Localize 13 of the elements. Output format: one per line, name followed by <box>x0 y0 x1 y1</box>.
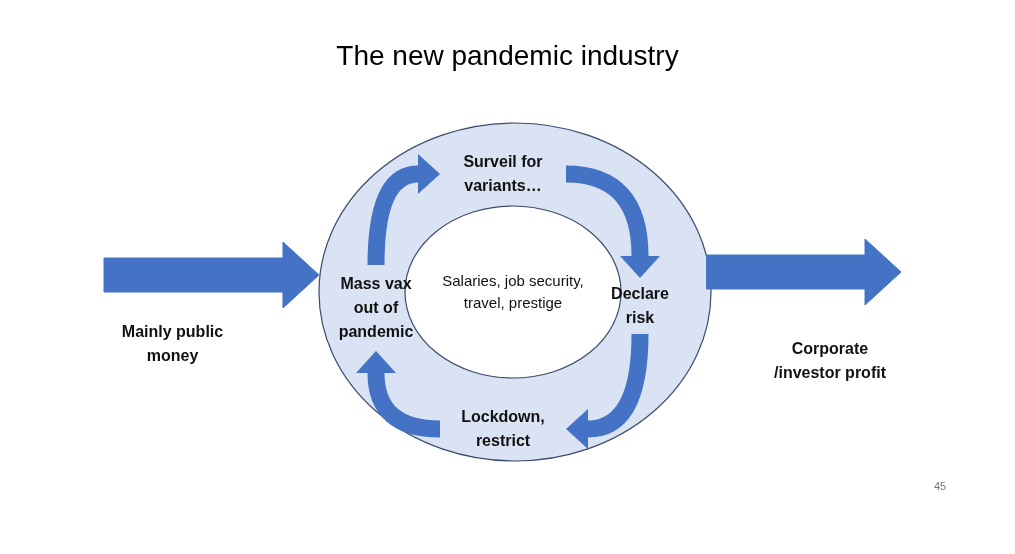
flow-label: Corporate /investor profit <box>757 245 903 385</box>
cycle-step-label: Declare risk <box>597 278 683 334</box>
block-arrow <box>706 238 902 306</box>
block-arrow <box>103 241 320 309</box>
cycle-step-label: Lockdown, restrict <box>440 401 566 457</box>
cycle-step-label: Surveil for variants… <box>440 146 566 202</box>
block-arrow <box>566 333 649 449</box>
block-arrow <box>367 154 440 266</box>
flow-label: Mainly public money <box>100 248 245 368</box>
cycle-step-label: Mass vax out of pandemic <box>334 265 418 351</box>
cycle-ring <box>318 122 712 462</box>
page-number: 45 <box>932 480 948 492</box>
title: The new pandemic industry <box>335 40 680 72</box>
